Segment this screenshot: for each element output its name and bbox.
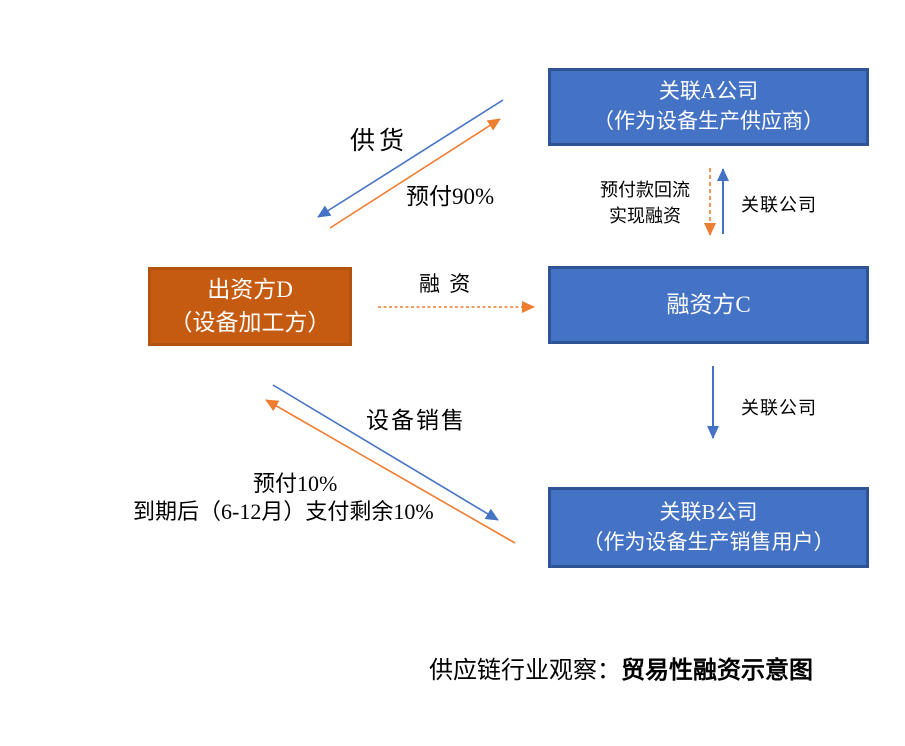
label-equipment-sales: 设备销售: [366, 408, 466, 433]
box-funder-d-line1: 出资方D: [207, 276, 293, 302]
label-prepay-return: 预付款回流 实现融资: [582, 177, 708, 229]
caption: 供应链行业观察：贸易性融资示意图: [429, 650, 813, 685]
box-funder-d-line2: （设备加工方）: [169, 309, 331, 335]
box-company-a-line1: 关联A公司: [658, 79, 759, 104]
label-prepay10: 预付10%: [253, 471, 338, 496]
box-funder-d: 出资方D （设备加工方）: [148, 267, 352, 346]
caption-prefix: 供应链行业观察：: [429, 658, 621, 684]
label-remaining-payment: 到期后（6-12月）支付剩余10%: [133, 499, 434, 524]
box-company-b: 关联B公司 （作为设备生产销售用户）: [548, 487, 869, 568]
box-financier-c-line1: 融资方C: [666, 291, 751, 317]
box-company-b-line2: （作为设备生产销售用户）: [582, 529, 835, 554]
label-related-company-bottom: 关联公司: [741, 398, 817, 418]
box-company-a: 关联A公司 （作为设备生产供应商）: [548, 68, 869, 146]
label-prepay90: 预付90%: [406, 184, 495, 209]
box-financier-c: 融资方C: [548, 266, 869, 344]
label-prepay-return-line1: 预付款回流: [600, 180, 690, 200]
caption-title: 贸易性融资示意图: [621, 658, 813, 684]
label-financing: 融 资: [419, 272, 473, 296]
box-company-a-line2: （作为设备生产供应商）: [593, 109, 824, 133]
label-prepay-return-line2: 实现融资: [609, 206, 681, 227]
box-company-b-line1: 关联B公司: [659, 499, 758, 524]
label-related-company-top: 关联公司: [741, 195, 817, 215]
label-supply: 供货: [350, 128, 409, 155]
